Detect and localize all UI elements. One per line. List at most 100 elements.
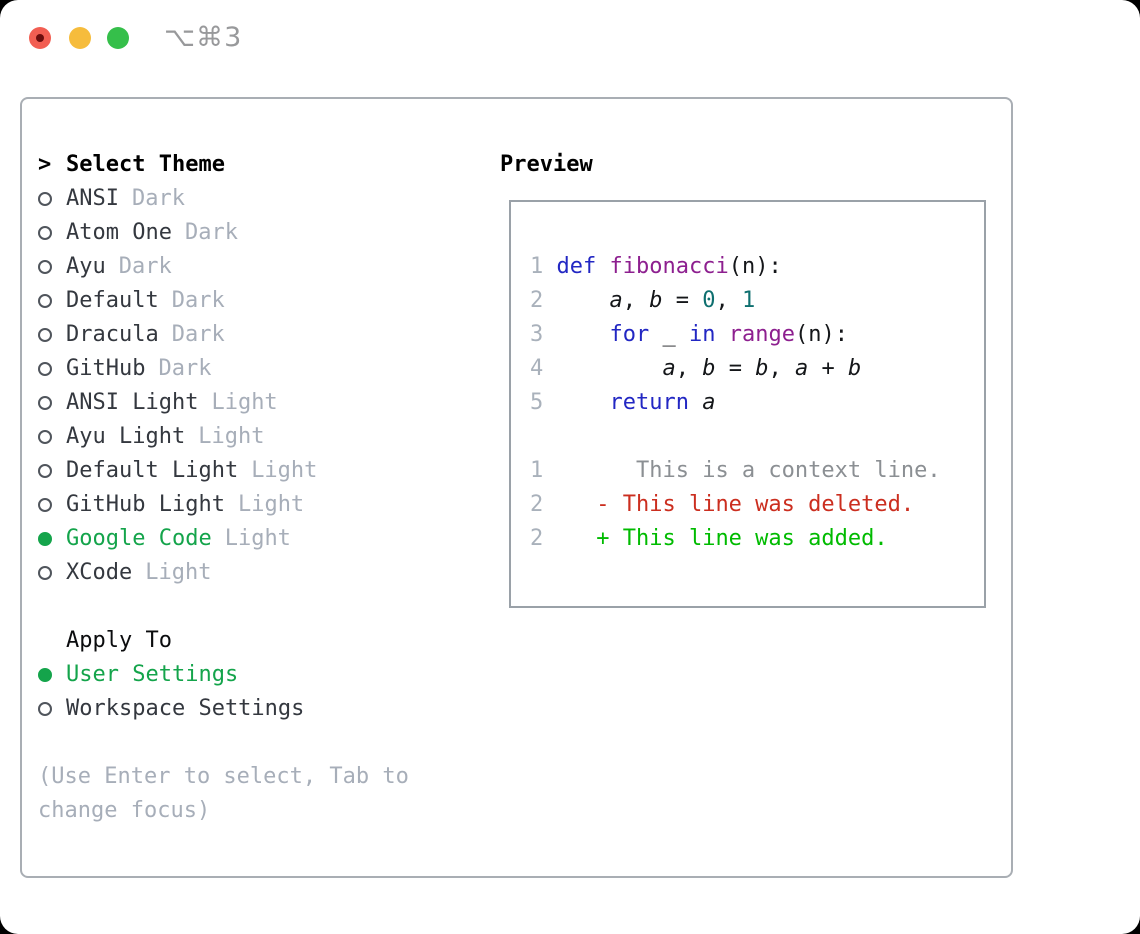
radio-cell xyxy=(38,566,66,580)
token-pl: (n): xyxy=(728,254,782,279)
diff-context-line: 1 This is a context line. xyxy=(530,454,941,488)
close-button[interactable] xyxy=(29,27,51,49)
token-kw: for xyxy=(609,322,650,347)
token-fn: fibonacci xyxy=(609,254,729,279)
apply-to-header: Apply To xyxy=(38,624,317,658)
token-pl: (n): xyxy=(794,322,848,347)
diff-added-line: 2 + This line was added. xyxy=(530,522,941,556)
radio-icon xyxy=(38,362,52,376)
apply-option-workspace-settings[interactable]: Workspace Settings xyxy=(38,692,317,726)
token-var: a xyxy=(609,288,623,313)
theme-name: ANSI Light xyxy=(66,390,199,415)
radio-icon xyxy=(38,498,52,512)
radio-icon xyxy=(38,192,52,206)
spacer-row xyxy=(38,590,317,624)
radio-cell xyxy=(38,668,66,682)
token-pl xyxy=(543,322,609,347)
theme-variant: Dark xyxy=(131,186,185,211)
token-add: + This line was added. xyxy=(596,526,888,551)
token-pl: , xyxy=(622,288,650,313)
window-title-shortcut: ⌥⌘3 xyxy=(164,22,243,53)
token-ln: 1 xyxy=(530,254,544,279)
radio-cell xyxy=(38,430,66,444)
theme-name: Ayu Light xyxy=(66,424,186,449)
diff-deleted-line: 2 - This line was deleted. xyxy=(530,488,941,522)
selected-radio-icon xyxy=(38,668,52,682)
token-pl xyxy=(543,526,596,551)
theme-name: ANSI xyxy=(66,186,119,211)
token-pl: = xyxy=(662,288,703,313)
theme-name: Default Light xyxy=(66,458,239,483)
token-ln: 2 xyxy=(530,526,544,551)
theme-variant: Dark xyxy=(171,288,225,313)
theme-name: Atom One xyxy=(66,220,172,245)
token-var: a xyxy=(794,356,809,381)
radio-cell xyxy=(38,396,66,410)
code-line-2: 2 a, b = 0, 1 xyxy=(530,284,941,318)
radio-icon xyxy=(38,294,52,308)
theme-variant: Dark xyxy=(184,220,238,245)
token-pl xyxy=(543,390,609,415)
keyboard-hint: (Use Enter to select, Tab to change focus… xyxy=(38,760,409,828)
theme-option-default[interactable]: Default Dark xyxy=(38,284,317,318)
token-var: a xyxy=(702,390,716,415)
radio-icon xyxy=(38,430,52,444)
token-pl xyxy=(543,458,636,483)
token-num: 0 xyxy=(702,288,716,313)
radio-cell xyxy=(38,328,66,342)
hint-line-2: change focus) xyxy=(38,798,211,823)
token-ln: 1 xyxy=(530,458,544,483)
theme-variant: Light xyxy=(251,458,318,483)
radio-cell xyxy=(38,362,66,376)
zoom-button[interactable] xyxy=(107,27,129,49)
theme-variant: Dark xyxy=(171,322,225,347)
token-del: - This line was deleted. xyxy=(596,492,915,517)
code-line-5: 5 return a xyxy=(530,386,941,420)
token-pl xyxy=(543,288,609,313)
radio-cell xyxy=(38,192,66,206)
token-ctx: This is a context line. xyxy=(635,458,941,483)
token-ln: 2 xyxy=(530,492,544,517)
theme-name: GitHub Light xyxy=(66,492,225,517)
hint-line-1: (Use Enter to select, Tab to xyxy=(38,764,409,789)
token-var: b xyxy=(847,356,862,381)
theme-option-atom-one[interactable]: Atom One Dark xyxy=(38,216,317,250)
theme-option-ansi-light[interactable]: ANSI Light Light xyxy=(38,386,317,420)
radio-cell xyxy=(38,498,66,512)
panel-title: Select Theme xyxy=(66,152,225,177)
theme-variant: Light xyxy=(211,390,278,415)
theme-name: Default xyxy=(66,288,159,313)
radio-icon xyxy=(38,328,52,342)
token-pl: , xyxy=(715,288,742,313)
token-pl xyxy=(596,254,609,279)
code-line-1: 1 def fibonacci(n): xyxy=(530,250,941,284)
preview-title: Preview xyxy=(500,152,593,177)
token-var: b xyxy=(702,356,716,381)
token-pl: = xyxy=(715,356,756,381)
apply-option-user-settings[interactable]: User Settings xyxy=(38,658,317,692)
blank-line xyxy=(530,420,941,454)
token-ln: 2 xyxy=(530,288,544,313)
theme-variant: Light xyxy=(224,526,291,551)
theme-option-ansi[interactable]: ANSI Dark xyxy=(38,182,317,216)
token-pl: , xyxy=(768,356,795,381)
token-pl xyxy=(543,254,556,279)
token-fn: range xyxy=(728,322,795,347)
token-pl xyxy=(543,356,662,381)
theme-option-default-light[interactable]: Default Light Light xyxy=(38,454,317,488)
minimize-button[interactable] xyxy=(69,27,91,49)
token-pl: , xyxy=(675,356,703,381)
token-num: 1 xyxy=(741,288,756,313)
token-pl: _ xyxy=(649,322,689,347)
